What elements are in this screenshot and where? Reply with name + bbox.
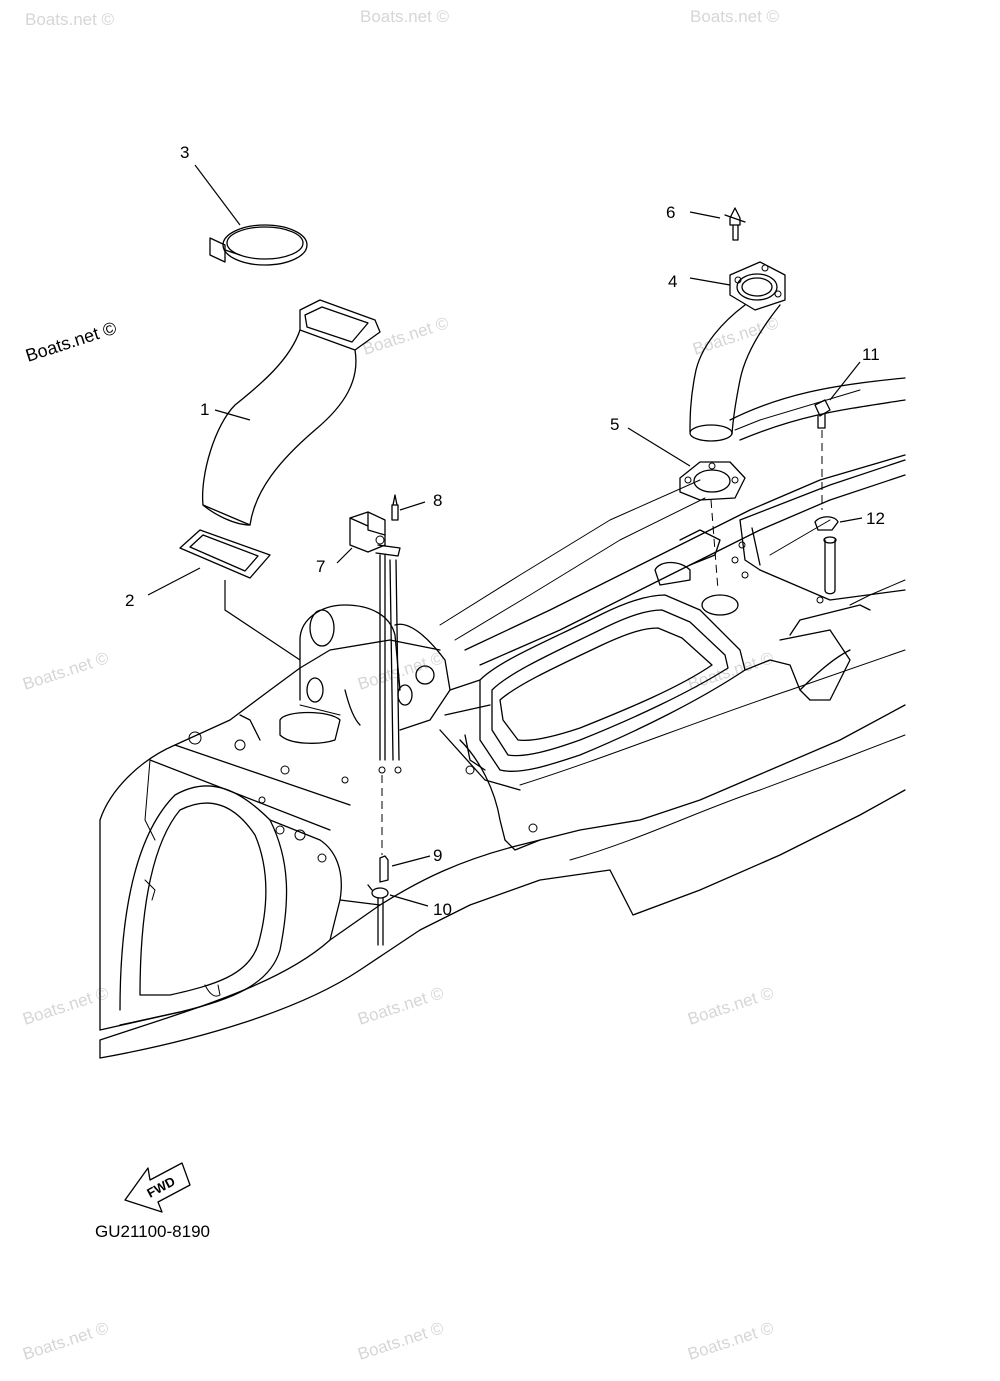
callout-5: 5 bbox=[610, 415, 619, 434]
callout-6: 6 bbox=[666, 203, 675, 222]
intake-tower bbox=[239, 604, 451, 744]
watermark: Boats.net © bbox=[685, 983, 776, 1029]
drain-line bbox=[378, 554, 402, 855]
part-11-bolt bbox=[814, 399, 831, 429]
callouts: 3 1 2 4 5 6 7 8 9 10 11 12 bbox=[125, 143, 885, 919]
watermark: Boats.net © bbox=[25, 10, 115, 29]
watermark: Boats.net © bbox=[20, 1318, 111, 1364]
part-1-duct bbox=[201, 299, 381, 526]
part-9-tube bbox=[379, 855, 389, 883]
callout-12: 12 bbox=[866, 509, 885, 528]
callout-10: 10 bbox=[433, 900, 452, 919]
watermark: Boats.net © bbox=[690, 7, 780, 26]
watermark-dark: Boats.net © bbox=[23, 318, 119, 366]
right-mount bbox=[701, 459, 906, 616]
diagram-code: GU21100-8190 bbox=[95, 1222, 210, 1241]
callout-3: 3 bbox=[180, 143, 189, 162]
part-3-band-clamp bbox=[209, 224, 308, 266]
part-4-elbow bbox=[689, 261, 786, 442]
watermark: Boats.net © bbox=[20, 983, 111, 1029]
watermark: Boats.net © bbox=[355, 1318, 446, 1364]
callout-9: 9 bbox=[433, 846, 442, 865]
watermark: Boats.net © bbox=[690, 313, 781, 359]
watermark: Boats.net © bbox=[20, 648, 111, 694]
assembly-lines bbox=[224, 430, 823, 661]
part-7-bracket bbox=[349, 511, 401, 557]
hull-outline bbox=[99, 377, 906, 1059]
fwd-arrow-icon: FWD bbox=[124, 1162, 191, 1213]
callout-1: 1 bbox=[200, 400, 209, 419]
part-12-clip bbox=[814, 516, 839, 531]
callout-4: 4 bbox=[668, 272, 677, 291]
part-6-screw bbox=[724, 207, 746, 241]
hatch-frame bbox=[439, 529, 871, 851]
part-5-gasket bbox=[679, 461, 746, 501]
watermark: Boats.net © bbox=[685, 648, 776, 694]
callout-8: 8 bbox=[433, 491, 442, 510]
front-frame bbox=[99, 639, 441, 1031]
callout-11: 11 bbox=[862, 345, 880, 364]
part-8-screw bbox=[391, 494, 399, 521]
callout-2: 2 bbox=[125, 591, 134, 610]
part-2-gasket bbox=[179, 529, 271, 579]
watermark: Boats.net © bbox=[685, 1318, 776, 1364]
watermark: Boats.net © bbox=[355, 983, 446, 1029]
part-10-clamp bbox=[367, 884, 389, 946]
callout-leaders bbox=[147, 164, 863, 907]
callout-7: 7 bbox=[316, 557, 325, 576]
watermark: Boats.net © bbox=[360, 7, 450, 26]
